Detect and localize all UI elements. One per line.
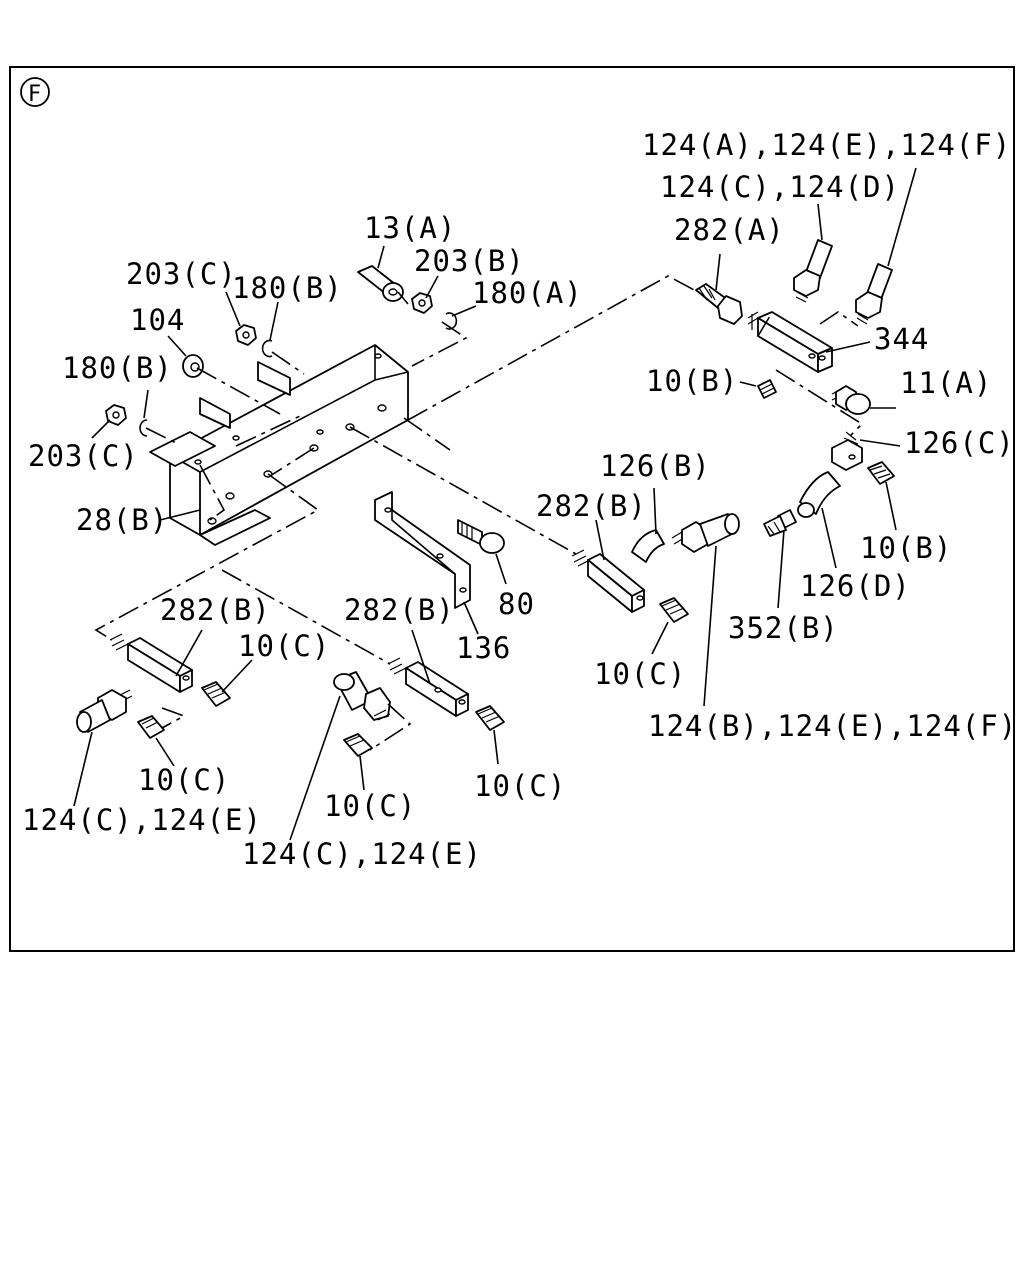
sensor-124cd [793, 239, 833, 303]
label-80: 80 [498, 587, 535, 621]
label-136: 136 [456, 631, 511, 665]
elbow-126b [631, 529, 665, 563]
nut-203b [411, 292, 433, 314]
label-203c-top: 203(C) [126, 257, 237, 291]
adapter-352b [763, 509, 797, 537]
section-marker-letter: F [28, 82, 42, 107]
label-352b: 352(B) [728, 611, 839, 645]
label-124ce-center: 124(C),124(E) [242, 837, 482, 871]
plug-10c-left1 [201, 681, 231, 707]
switch-11a [831, 385, 871, 415]
plug-10b-right [867, 461, 895, 485]
sensor-124ce-center [333, 671, 391, 721]
plug-10c-mid [659, 597, 689, 623]
label-180a: 180(A) [472, 276, 583, 310]
label-28b: 28(B) [76, 503, 168, 537]
label-10c-left1: 10(C) [238, 629, 330, 663]
label-124aef: 124(A),124(E),124(F) [642, 128, 1011, 162]
elbow-126d [797, 471, 841, 518]
label-104: 104 [130, 303, 185, 337]
nut-203c-top [235, 324, 257, 346]
frame-bracket-28b [149, 344, 409, 546]
washer-180b-left [139, 419, 148, 437]
label-124ce-left: 124(C),124(E) [22, 803, 262, 837]
label-282b-mid: 282(B) [536, 489, 647, 523]
label-10c-center1: 10(C) [474, 769, 566, 803]
label-126d: 126(D) [800, 569, 911, 603]
plug-10c-center2 [343, 733, 373, 757]
label-13a: 13(A) [364, 211, 456, 245]
washer-180a [445, 312, 458, 330]
manifold-block-344 [747, 311, 833, 373]
section-marker: F [20, 77, 50, 107]
sensor-124bef [671, 513, 740, 553]
sensor-124ce-left [76, 689, 133, 733]
label-126c: 126(C) [904, 426, 1015, 460]
tee-126c [831, 431, 863, 471]
assembly-lines [94, 275, 864, 751]
bolt-80 [457, 519, 505, 554]
spacer-13a [357, 265, 404, 302]
label-282a: 282(A) [674, 213, 785, 247]
union-282b-center [387, 657, 469, 717]
nut-104 [182, 354, 204, 378]
label-180b-top: 180(B) [232, 271, 343, 305]
union-282b-left [109, 633, 193, 693]
label-344: 344 [874, 322, 929, 356]
label-10c-center2: 10(C) [324, 789, 416, 823]
label-282b-left: 282(B) [160, 593, 271, 627]
part-labels: 124(A),124(E),124(F) 124(C),124(D) 282(A… [22, 128, 1017, 871]
diagram-frame [9, 66, 1015, 952]
label-124bef: 124(B),124(E),124(F) [648, 709, 1017, 743]
label-180b-left: 180(B) [62, 351, 173, 385]
label-11a: 11(A) [900, 366, 992, 400]
label-203b: 203(B) [414, 244, 525, 278]
label-10c-mid: 10(C) [594, 657, 686, 691]
union-282a [695, 283, 743, 325]
union-282b-mid [571, 549, 645, 613]
plug-10c-left2 [137, 715, 165, 739]
leader-lines [73, 167, 917, 841]
label-10b-top: 10(B) [646, 364, 738, 398]
bracket-136 [374, 491, 471, 609]
washer-180b-top [261, 339, 273, 358]
label-124cd: 124(C),124(D) [660, 170, 900, 204]
label-10b-right: 10(B) [860, 531, 952, 565]
label-203c-left: 203(C) [28, 439, 139, 473]
sensor-124aef [855, 263, 893, 325]
label-282b-center: 282(B) [344, 593, 455, 627]
plug-10b-top [757, 379, 777, 399]
label-10c-left2: 10(C) [138, 763, 230, 797]
plug-10c-center1 [475, 705, 505, 731]
label-126b: 126(B) [600, 449, 711, 483]
